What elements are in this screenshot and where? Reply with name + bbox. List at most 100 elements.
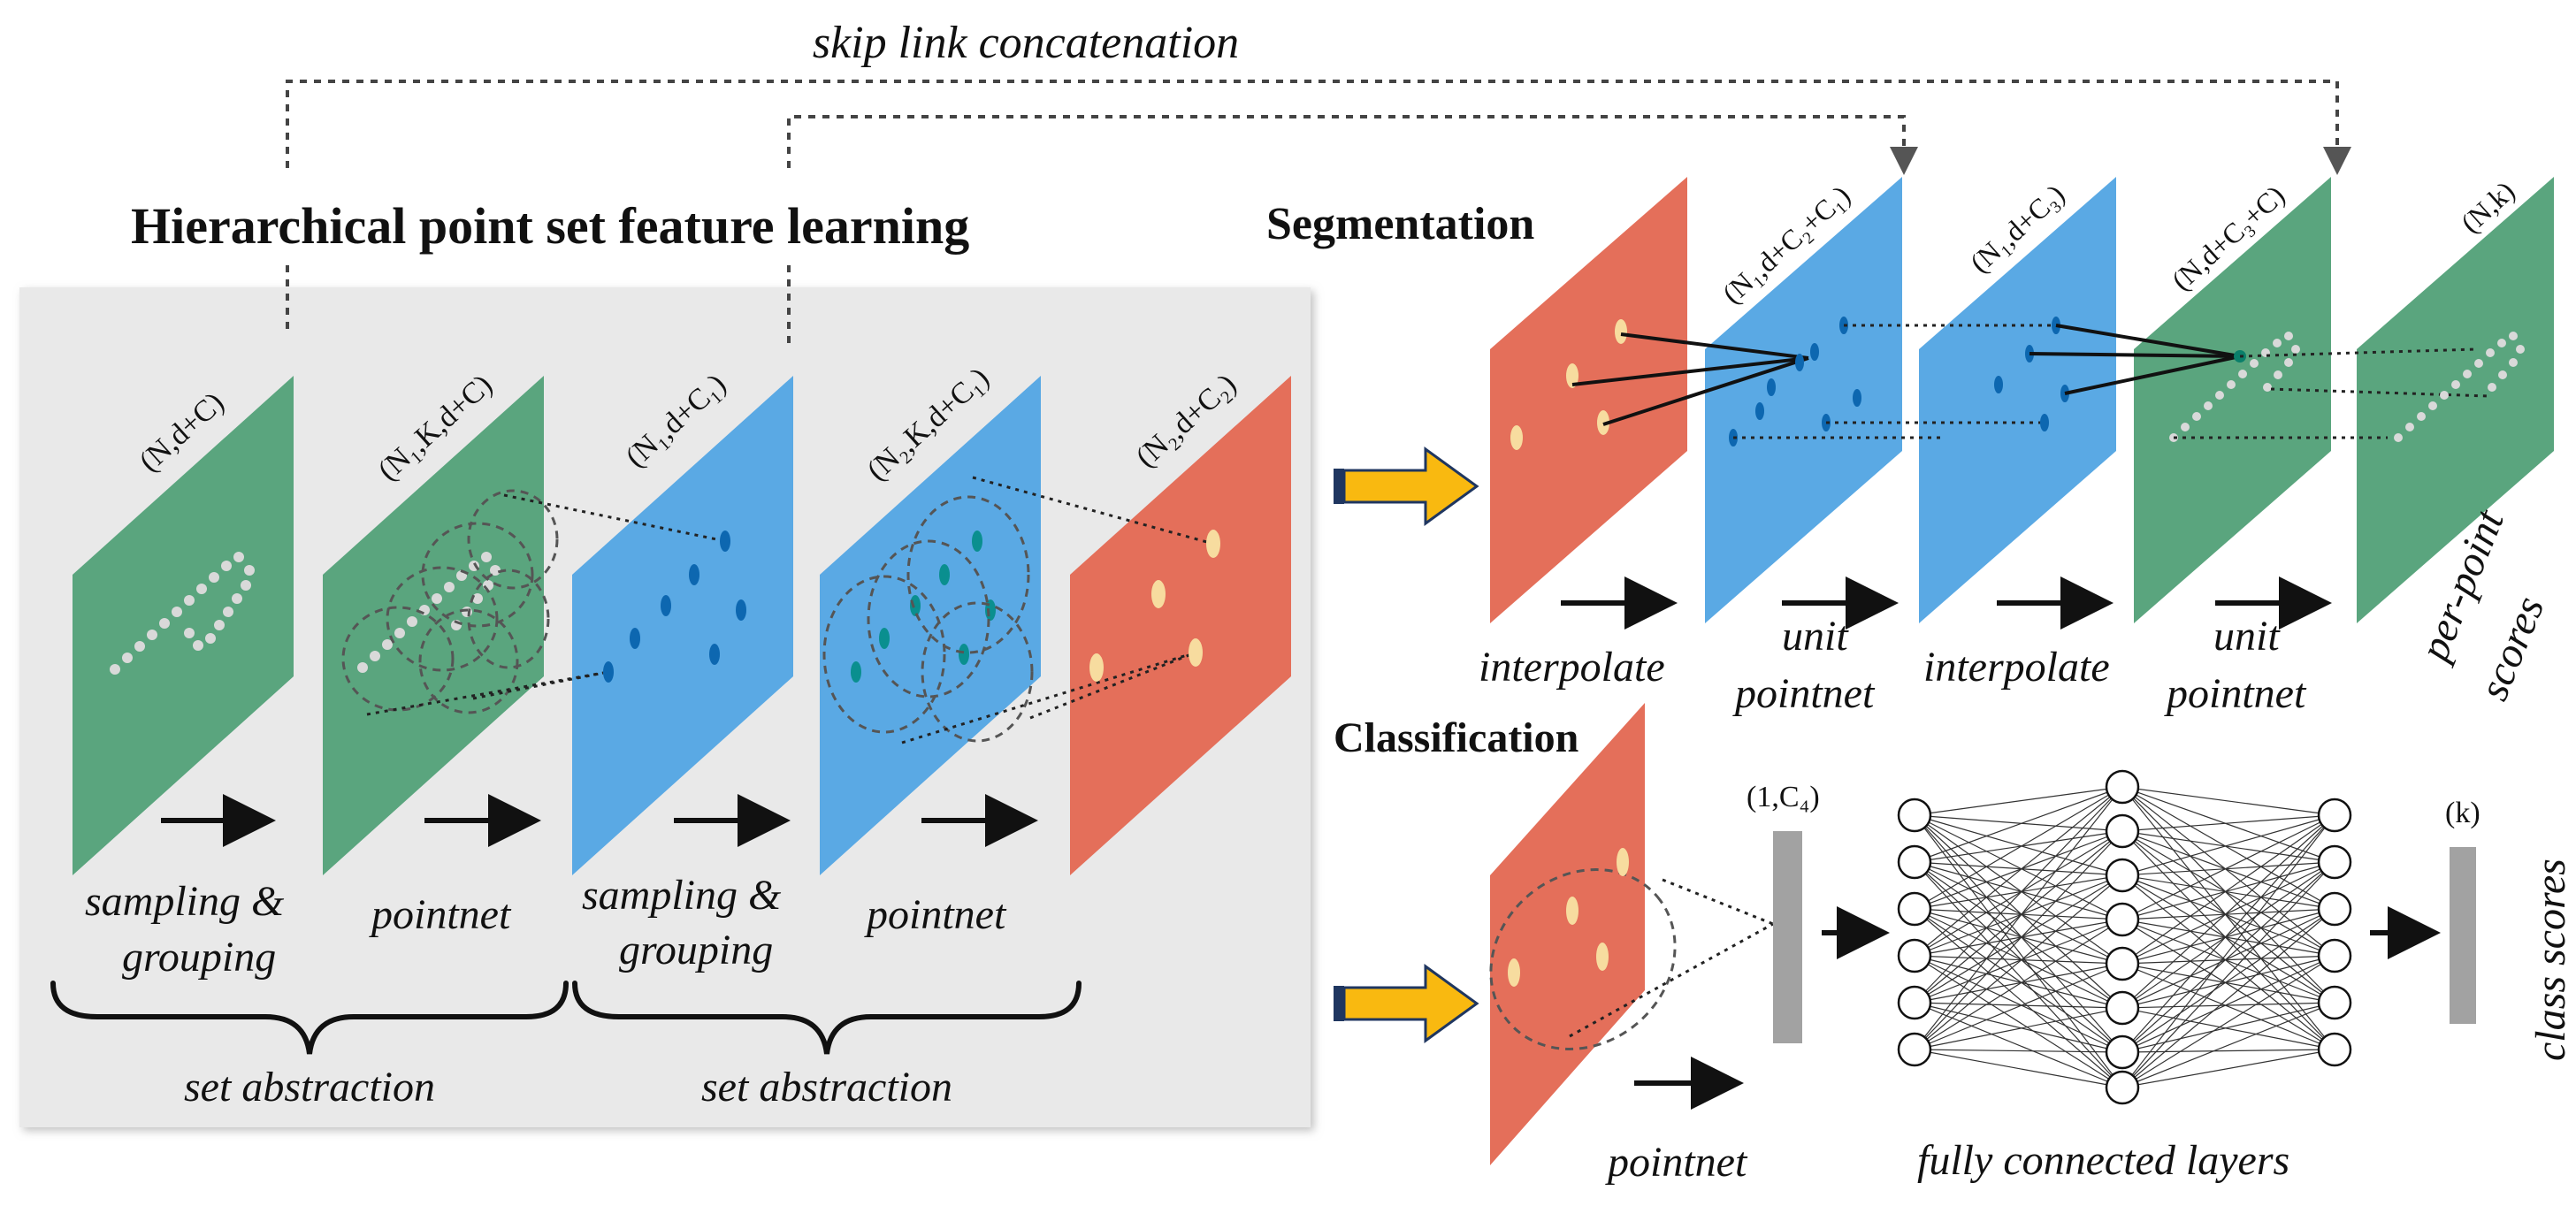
fc-connection (2121, 874, 2335, 1050)
projection-lines-2 (901, 476, 1214, 744)
fc-connection (2121, 1002, 2335, 1053)
skip-link-label: skip link concatenation (813, 18, 1239, 68)
cls-projection-lines (1569, 878, 1774, 1038)
flow-arrow-classification (1334, 964, 1479, 1043)
seg-plane-interp-2 (1919, 177, 2116, 623)
fc-neuron (2105, 813, 2140, 849)
plane-grouped-1 (323, 376, 544, 875)
fc-connection (2121, 1002, 2335, 1009)
fc-connection (2121, 874, 2335, 957)
fc-connection (2121, 786, 2335, 957)
fc-connection (1914, 786, 2123, 1004)
fc-connection (2121, 861, 2335, 965)
fc-connection (2121, 786, 2335, 816)
fc-connection (2121, 830, 2335, 1050)
fc-connection (2121, 830, 2335, 1004)
cls-feature-label: (1,C₄) (1747, 781, 1820, 813)
fc-connection (2121, 908, 2335, 1009)
grouping-circles-1 (341, 489, 559, 714)
fc-connection (1914, 830, 2123, 1004)
fc-neuron (1897, 798, 1932, 833)
fc-neuron (1897, 985, 1932, 1020)
fc-connection (2121, 861, 2335, 920)
fc-connection (1914, 830, 2123, 910)
seg-dotted-lines-1 (1733, 324, 2052, 439)
cls-op-fc: fully connected layers (1917, 1137, 2289, 1184)
fc-neuron (1897, 891, 1932, 927)
seg-plane-interp-1 (1490, 177, 1687, 623)
fc-neuron (2105, 1070, 2140, 1105)
fc-connection (2121, 786, 2335, 863)
fc-connection (1914, 814, 2123, 1009)
fc-connection (2121, 830, 2335, 910)
seg-interp-lines-1 (1571, 332, 1809, 426)
fc-connection (1914, 814, 2123, 832)
flow-arrow-segmentation (1334, 447, 1479, 526)
fc-connection (1914, 908, 2123, 1053)
fc-neuron (2317, 938, 2352, 973)
cls-op-class-scores: class scores (2527, 859, 2574, 1061)
fc-connection (2121, 908, 2335, 920)
fc-connection (2121, 1002, 2335, 1088)
segmentation-title: Segmentation (1266, 199, 1534, 249)
fc-neuron (2105, 1034, 2140, 1070)
fc-connection (1914, 1049, 2123, 1053)
fc-connection (2121, 919, 2335, 957)
fc-connection (1914, 908, 2123, 920)
fc-connection (1914, 1002, 2123, 1088)
fc-neuron (2317, 798, 2352, 833)
grouped-points-1 (357, 552, 501, 673)
fc-connection (1914, 814, 2123, 876)
plane-sa2-output (1070, 376, 1291, 875)
fc-connection (2121, 786, 2335, 1004)
op-grouping-1: grouping (122, 934, 276, 981)
seg-op-pointnet-1: pointnet (1732, 670, 1876, 717)
fc-connection (2121, 908, 2335, 965)
fc-connection (1914, 814, 2123, 1053)
fc-connection (2121, 814, 2335, 920)
fc-connection (2121, 1049, 2335, 1088)
fc-connection (1914, 874, 2123, 910)
fc-network (1897, 769, 2352, 1105)
seg-op-interpolate-1: interpolate (1479, 644, 1665, 691)
fc-connection (1914, 786, 2123, 816)
grouping-circles-2 (822, 495, 1034, 743)
fc-connection (2121, 786, 2335, 1050)
fc-connection (1914, 874, 2123, 1050)
fc-connection (2121, 955, 2335, 965)
projection-lines-1 (366, 493, 726, 716)
fc-connection (1914, 830, 2123, 957)
seg-points-output (2394, 332, 2525, 442)
fc-connection (1914, 1049, 2123, 1088)
fc-neuron (1897, 844, 1932, 880)
fc-connection (2121, 861, 2335, 1009)
op-sampling-1: sampling & (85, 878, 285, 925)
op-pointnet-2: pointnet (864, 891, 1007, 938)
fc-connection (1914, 861, 2123, 1009)
cls-output-bar (2450, 847, 2476, 1024)
fc-connection (2121, 830, 2335, 863)
fc-connection (2121, 874, 2335, 1004)
fc-neuron (2105, 902, 2140, 937)
fc-connection (2121, 814, 2335, 1088)
brace-label-1: set abstraction (184, 1064, 435, 1111)
op-pointnet-1: pointnet (369, 891, 512, 938)
seg-points-unit-1 (1729, 317, 1861, 447)
fc-connection (1914, 861, 2123, 1088)
seg-op-unit-2: unit (2213, 613, 2281, 660)
hierarchical-title: Hierarchical point set feature learning (131, 197, 969, 255)
fc-connection (1914, 874, 2123, 957)
fc-connection (2121, 814, 2335, 876)
op-sampling-2: sampling & (582, 872, 782, 919)
classification-title: Classification (1334, 714, 1578, 761)
fc-connection (1914, 861, 2123, 920)
cls-op-pointnet: pointnet (1605, 1139, 1748, 1186)
fc-connection (1914, 955, 2123, 1009)
left-op-labels: sampling & grouping pointnet sampling & … (85, 872, 1007, 981)
fc-connection (1914, 919, 2123, 957)
fc-connection (2121, 963, 2335, 1004)
seg-points-interp-1 (1510, 319, 1627, 450)
fc-connection (2121, 814, 2335, 1053)
sampled-points-1 (603, 530, 746, 683)
fc-neuron (1897, 1032, 1932, 1067)
